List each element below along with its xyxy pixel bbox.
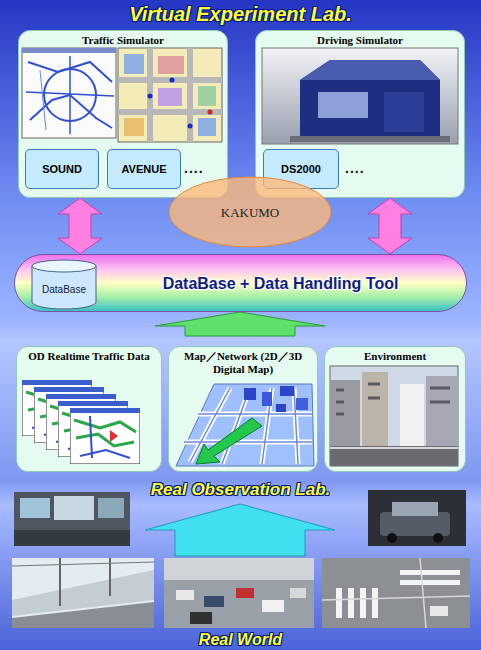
module-box: SOUND: [25, 149, 99, 189]
cylinder-label: DataBase: [42, 284, 86, 296]
region-title: Real Observation Lab.: [151, 480, 331, 500]
sync-arrow: [58, 198, 102, 254]
lab-region: Real Observation Lab. OD Realtime Traffic…: [0, 336, 481, 504]
database-cylinder: DataBase: [31, 259, 97, 309]
city-traffic-photo: [164, 558, 314, 628]
database-band: DataBase + Data Handling ToolDataBase: [14, 254, 467, 312]
panel-title: Driving Simulator: [317, 34, 403, 47]
ellipse-outline: [169, 177, 331, 247]
highway-photo: [12, 558, 154, 628]
panel-title: Traffic Simulator: [82, 34, 164, 47]
panel-title: OD Realtime Traffic Data: [28, 350, 149, 363]
observe-arrow: [145, 504, 335, 556]
region-title: Real World: [199, 631, 282, 649]
continuation-dots: ....: [184, 160, 204, 176]
band-title: DataBase + Data Handling Tool: [163, 274, 399, 293]
module-label: SOUND: [42, 163, 82, 176]
lab-region: Virtual Experiment Lab. Traffic Simulator…: [0, 0, 481, 252]
panel-title: Map／Network (2D／3D Digital Map): [175, 350, 311, 376]
data-panel: Environment: [324, 346, 466, 472]
street-screenshot: [118, 48, 222, 142]
digital-map: [176, 384, 314, 466]
continuation-dots: ....: [345, 160, 365, 176]
data-panel: OD Realtime Traffic Data: [16, 346, 162, 472]
network-screenshot: [22, 48, 116, 138]
od-screens: [22, 380, 140, 464]
panel-title: Environment: [364, 350, 426, 363]
street-photo: [330, 366, 458, 466]
shared-ellipse: KAKUMO: [168, 176, 332, 248]
upload-arrow: [155, 312, 325, 336]
control-room-photo: [14, 492, 130, 546]
sync-arrow: [368, 198, 412, 254]
intersection-photo: [322, 558, 470, 628]
probe-car-photo: [368, 490, 466, 546]
module-box: AVENUE: [107, 149, 181, 189]
data-panel: Map／Network (2D／3D Digital Map): [168, 346, 318, 472]
module-label: AVENUE: [121, 163, 166, 176]
module-label: DS2000: [281, 163, 321, 176]
simulator-photo: [262, 48, 458, 144]
world-region: Real World: [0, 556, 481, 650]
cylinder-outline: [32, 260, 96, 272]
ellipse-label: KAKUMO: [221, 205, 280, 220]
region-title: Virtual Experiment Lab.: [129, 3, 352, 26]
